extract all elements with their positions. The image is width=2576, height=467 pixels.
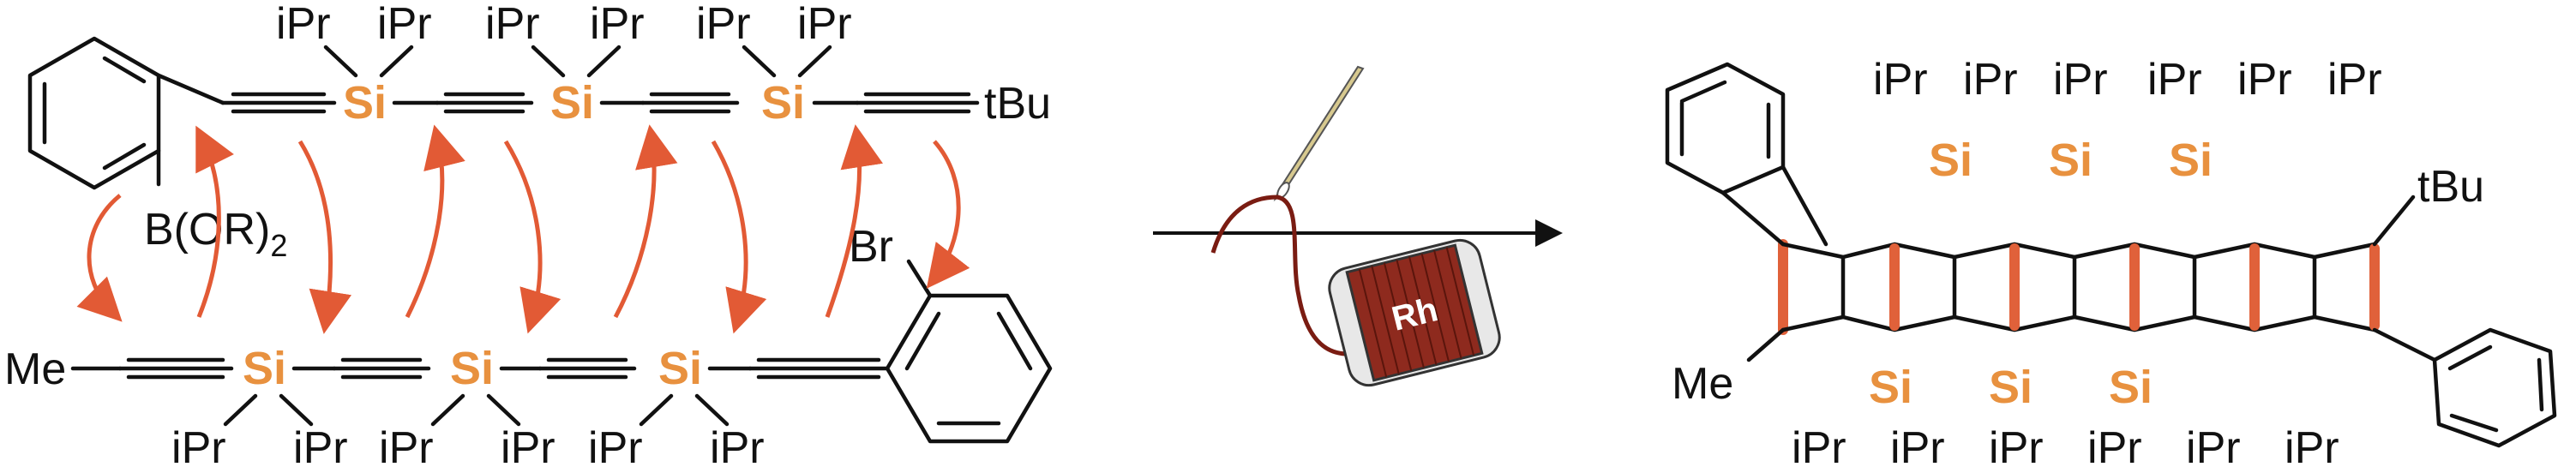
- svg-text:iPr: iPr: [276, 0, 331, 49]
- silicon-atom: Si: [550, 77, 594, 129]
- svg-text:iPr: iPr: [1873, 55, 1928, 105]
- benzene-ring-right: [2432, 327, 2557, 448]
- svg-text:iPr: iPr: [1890, 423, 1945, 467]
- silicon-atom: Si: [658, 343, 702, 394]
- svg-text:iPr: iPr: [2087, 423, 2142, 467]
- silicon-atom: Si: [2049, 135, 2093, 186]
- svg-text:iPr: iPr: [696, 0, 751, 49]
- benzene-ring-top: [27, 36, 161, 190]
- alkyne-bond: [435, 92, 534, 114]
- silicon-atom: Si: [1869, 362, 1912, 413]
- bromo-label: Br: [849, 222, 893, 272]
- needle-icon: [1273, 65, 1365, 202]
- silicon-atom: Si: [1989, 362, 2033, 413]
- svg-text:iPr: iPr: [1963, 55, 2018, 105]
- methyl-label: Me: [1672, 359, 1733, 409]
- silicon-atom: Si: [450, 343, 494, 394]
- alkyne-bond: [537, 357, 637, 380]
- alkyne-bond: [220, 92, 337, 114]
- svg-text:iPr: iPr: [293, 423, 348, 467]
- benzene-ring-bottom: [885, 293, 1053, 444]
- boronate-label: B(OR)2: [144, 205, 287, 263]
- svg-text:iPr: iPr: [377, 0, 432, 49]
- product-ladder: Me Si Si Si Si Si Si iPr iPr iPr: [1665, 55, 2557, 467]
- reaction-conditions: Rh: [1153, 65, 1563, 387]
- silicon-atom: Si: [761, 77, 805, 129]
- isopropyl-groups-product-top: iPr iPr iPr iPr iPr iPr: [1873, 55, 2382, 105]
- silicon-atom: Si: [1929, 135, 1973, 186]
- svg-text:iPr: iPr: [2053, 55, 2108, 105]
- svg-text:iPr: iPr: [710, 423, 765, 467]
- silicon-atom: Si: [243, 343, 286, 394]
- alkyne-bond: [640, 92, 740, 114]
- svg-text:iPr: iPr: [171, 423, 226, 467]
- alkyne-bond: [748, 357, 890, 380]
- svg-text:iPr: iPr: [2186, 423, 2241, 467]
- alkyne-bond: [332, 357, 431, 380]
- methyl-label: Me: [4, 344, 66, 394]
- tert-butyl-label: tBu: [2417, 162, 2484, 212]
- svg-text:iPr: iPr: [2327, 55, 2382, 105]
- top-strand: B(OR)2 Si Si Si tBu: [27, 0, 1051, 263]
- svg-text:iPr: iPr: [501, 423, 555, 467]
- alkyne-bond: [855, 92, 980, 114]
- stitching-arrows: [76, 124, 970, 334]
- silicon-atom: Si: [2169, 135, 2213, 186]
- svg-text:iPr: iPr: [2147, 55, 2202, 105]
- svg-text:iPr: iPr: [588, 423, 643, 467]
- benzene-ring-left: [1665, 62, 1786, 195]
- isopropyl-groups-top: iPr iPr iPr iPr iPr iPr: [276, 0, 852, 78]
- svg-text:iPr: iPr: [2237, 55, 2292, 105]
- svg-text:iPr: iPr: [590, 0, 645, 49]
- fused-backbone: [1780, 242, 2380, 332]
- svg-text:iPr: iPr: [485, 0, 540, 49]
- svg-text:iPr: iPr: [1989, 423, 2044, 467]
- svg-text:iPr: iPr: [2285, 423, 2339, 467]
- isopropyl-groups-product-bottom: iPr iPr iPr iPr iPr iPr: [1792, 423, 2339, 467]
- silicon-atom: Si: [343, 77, 387, 129]
- svg-text:iPr: iPr: [797, 0, 852, 49]
- alkyne-bond: [117, 357, 234, 380]
- svg-text:iPr: iPr: [379, 423, 434, 467]
- svg-text:iPr: iPr: [1792, 423, 1846, 467]
- tert-butyl-label: tBu: [984, 79, 1051, 129]
- silicon-atom: Si: [2109, 362, 2153, 413]
- thread-icon: [1210, 195, 1360, 356]
- isopropyl-groups-bottom: iPr iPr iPr iPr iPr iPr: [171, 393, 765, 467]
- spool-icon: Rh: [1328, 238, 1501, 387]
- bottom-strand: Me Si Si Si: [4, 222, 1053, 467]
